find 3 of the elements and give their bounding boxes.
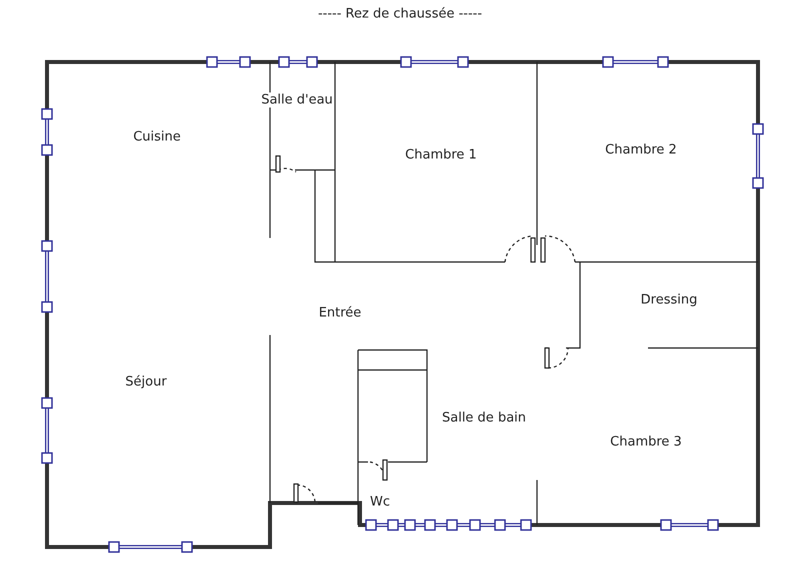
room-label: Séjour xyxy=(125,374,167,390)
room-label: Dressing xyxy=(640,292,698,308)
room-label: Salle d'eau xyxy=(261,92,333,108)
